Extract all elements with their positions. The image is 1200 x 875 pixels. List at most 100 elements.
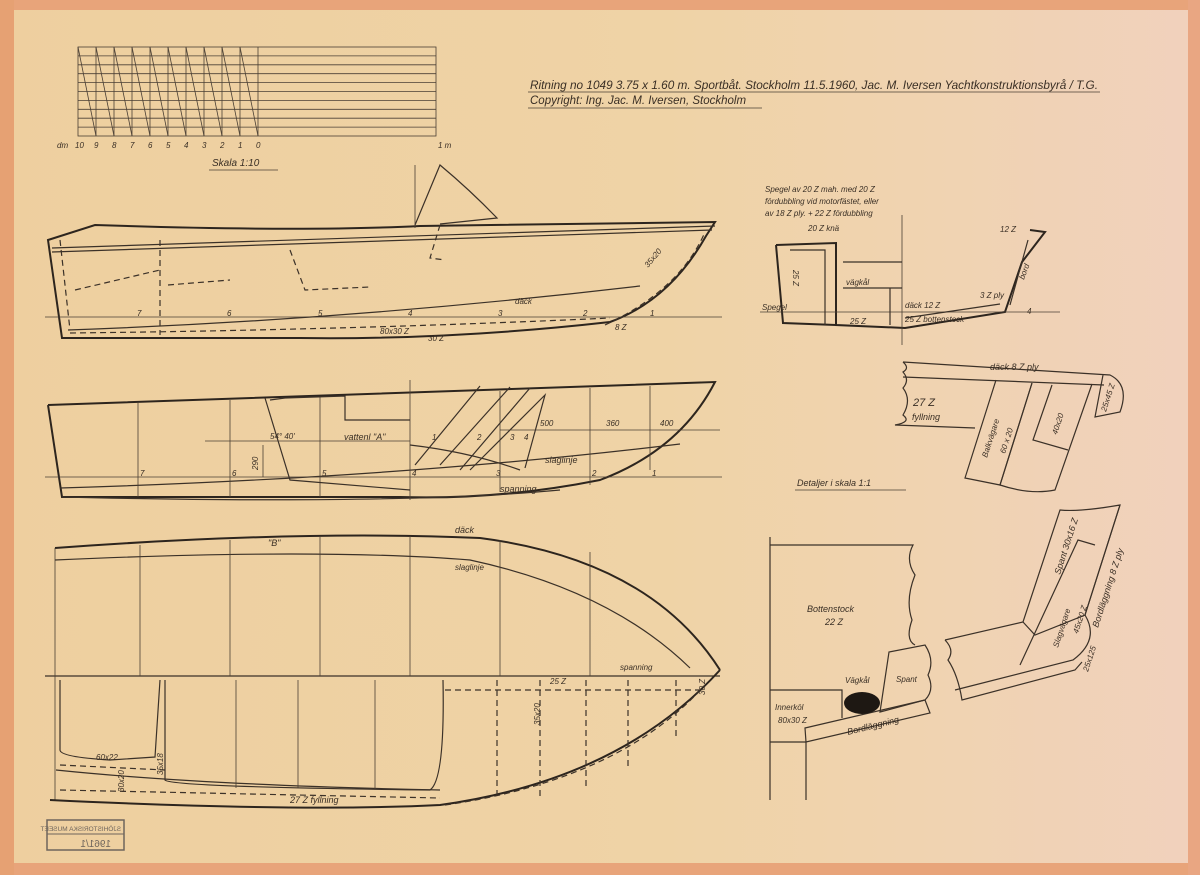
deck-edge-detail: däck 8 Z ply 27 Z fyllning Balkvägare 60… bbox=[795, 361, 1124, 493]
stamp-number: 1961/1 bbox=[80, 839, 111, 850]
label-plank: 8 Z bbox=[615, 323, 628, 332]
title-block: Ritning no 1049 3.75 x 1.60 m. Sportbåt.… bbox=[528, 80, 1100, 109]
station-label: 4 bbox=[412, 469, 417, 478]
plan-view: däck "B" slaglinje spanning 25 Z 35x20 3… bbox=[45, 525, 721, 809]
scale-tick: 1 bbox=[238, 141, 242, 150]
label-deck: däck 12 Z bbox=[905, 301, 941, 310]
label-beam-size: 60 x 20 bbox=[998, 426, 1015, 454]
station-label: 5 bbox=[318, 309, 323, 318]
dimension-label: 360 bbox=[606, 419, 620, 428]
buttock-label: 4 bbox=[524, 433, 529, 442]
label-chine-log: 25x125 bbox=[1081, 644, 1098, 673]
note-line: Spegel av 20 Z mah. med 20 Z bbox=[765, 185, 876, 194]
scale-unit-dm: dm bbox=[57, 141, 68, 150]
scale-tick: 9 bbox=[94, 141, 99, 150]
station-label: 1 bbox=[650, 309, 654, 318]
station-label: 2 bbox=[591, 469, 597, 478]
label-rail: 25x45 Z bbox=[1099, 381, 1117, 413]
chine-label: slaglinje bbox=[545, 455, 578, 465]
scale-diagonal bbox=[167, 46, 187, 137]
scale-diagonal bbox=[185, 46, 205, 137]
label-floor: 25 Z bottenstock bbox=[904, 315, 965, 324]
label-vagkal: vägkål bbox=[846, 278, 869, 287]
scale-tick: 10 bbox=[75, 141, 84, 150]
scale-diagonal bbox=[95, 46, 115, 137]
station-label: 3 bbox=[496, 469, 501, 478]
plan-label: 30 Z bbox=[698, 678, 707, 695]
label-filling: 27 Z bbox=[912, 397, 936, 409]
scale-tick: 0 bbox=[256, 141, 261, 150]
buttock-label: 2 bbox=[476, 433, 482, 442]
label-vagkal: Vägkål bbox=[845, 676, 870, 685]
label-ply: 3 Z ply bbox=[980, 291, 1005, 300]
details-caption: Detaljer i skala 1:1 bbox=[797, 478, 871, 488]
scale-tick: 5 bbox=[166, 141, 171, 150]
scale-tick: 4 bbox=[184, 141, 189, 150]
station-label: 1 bbox=[652, 469, 656, 478]
plan-label: 25 Z bbox=[549, 677, 567, 686]
label-deck: däck bbox=[515, 297, 533, 306]
label-planking: Bordläggning bbox=[846, 714, 900, 737]
plan-label: 35x20 bbox=[533, 703, 542, 725]
scale-diagonal bbox=[77, 46, 97, 137]
station-label: 4 bbox=[408, 309, 413, 318]
label-keel: 80x30 Z bbox=[380, 327, 410, 336]
label-keel: Innerköl bbox=[775, 703, 804, 712]
transom-section: Spegel av 20 Z mah. med 20 Z fördubbling… bbox=[760, 185, 1060, 345]
plan-label: 35x18 bbox=[156, 753, 165, 775]
station-label: 6 bbox=[227, 309, 232, 318]
label-stem: 35x20 bbox=[643, 246, 664, 269]
label-deck-ply: däck 8 Z ply bbox=[990, 362, 1039, 372]
keel-detail: Bottenstock 22 Z Vägkål Spant Innerköl 8… bbox=[769, 537, 932, 800]
waterline-label: vattenl "A" bbox=[344, 432, 386, 442]
scale-labels: dm 10 9 8 7 6 5 4 3 2 1 0 1 m Skala 1:10 bbox=[57, 141, 452, 171]
label-frame: Spant bbox=[896, 675, 918, 684]
label-inner: 40x20 bbox=[1050, 412, 1065, 436]
note-line: av 18 Z ply. + 22 Z fördubbling bbox=[765, 209, 873, 218]
scale-tick: 6 bbox=[148, 141, 153, 150]
scale-tick: 3 bbox=[202, 141, 207, 150]
station-label: 7 bbox=[140, 469, 145, 478]
angle-note: 54° 40' bbox=[270, 432, 295, 441]
scale-diagonal bbox=[221, 46, 241, 137]
station-label: 7 bbox=[137, 309, 142, 318]
dimension-label: 500 bbox=[540, 419, 554, 428]
copyright-line: Copyright: Ing. Jac. M. Iversen, Stockho… bbox=[530, 95, 746, 107]
scale-caption: Skala 1:10 bbox=[212, 158, 260, 169]
stamp-museum-name: SJÖHISTORISKA MUSEET bbox=[41, 825, 121, 833]
spanning-label: spanning bbox=[620, 663, 653, 672]
plan-label: 30x20 bbox=[117, 770, 126, 792]
note-line: fördubbling vid motorfästet, eller bbox=[765, 197, 879, 206]
buttock-label: 3 bbox=[510, 433, 515, 442]
tape-strip-right bbox=[1188, 0, 1200, 875]
label-bottom: 25 Z bbox=[849, 317, 867, 326]
label-keel-size: 80x30 Z bbox=[778, 716, 808, 725]
section-mark: "B" bbox=[268, 538, 281, 548]
label-bottom: 30 Z bbox=[428, 334, 445, 343]
plan-label: 27 Z fyllning bbox=[289, 795, 339, 805]
drawing-title: Ritning no 1049 3.75 x 1.60 m. Sportbåt.… bbox=[530, 80, 1098, 92]
label-side: 25 Z bbox=[791, 269, 800, 287]
label-filling-text: fyllning bbox=[912, 412, 940, 422]
scale-tick: 2 bbox=[219, 141, 225, 150]
label-planking: Bordläggning 8 Z ply bbox=[1090, 547, 1125, 629]
label-spegel: Spegel bbox=[762, 303, 787, 312]
scale-diagonal bbox=[149, 46, 169, 137]
deck-label: däck bbox=[455, 525, 475, 535]
label-knee: 20 Z knä bbox=[807, 224, 840, 233]
scale-diagonal bbox=[239, 46, 259, 137]
diagonal-scale-bar bbox=[77, 46, 437, 137]
scale-diagonal bbox=[113, 46, 133, 137]
station-label: 3 bbox=[498, 309, 503, 318]
station-label: 5 bbox=[322, 469, 327, 478]
chine-label: slaglinje bbox=[455, 563, 484, 572]
buttock-label: 1 bbox=[432, 433, 436, 442]
plan-label: 60x22 bbox=[96, 753, 118, 762]
museum-stamp: SJÖHISTORISKA MUSEET 1961/1 bbox=[41, 819, 125, 851]
scale-diagonal bbox=[131, 46, 151, 137]
label-coaming: 12 Z bbox=[1000, 225, 1017, 234]
scale-unit-m: 1 m bbox=[438, 141, 452, 150]
tape-strip-left bbox=[0, 0, 14, 875]
